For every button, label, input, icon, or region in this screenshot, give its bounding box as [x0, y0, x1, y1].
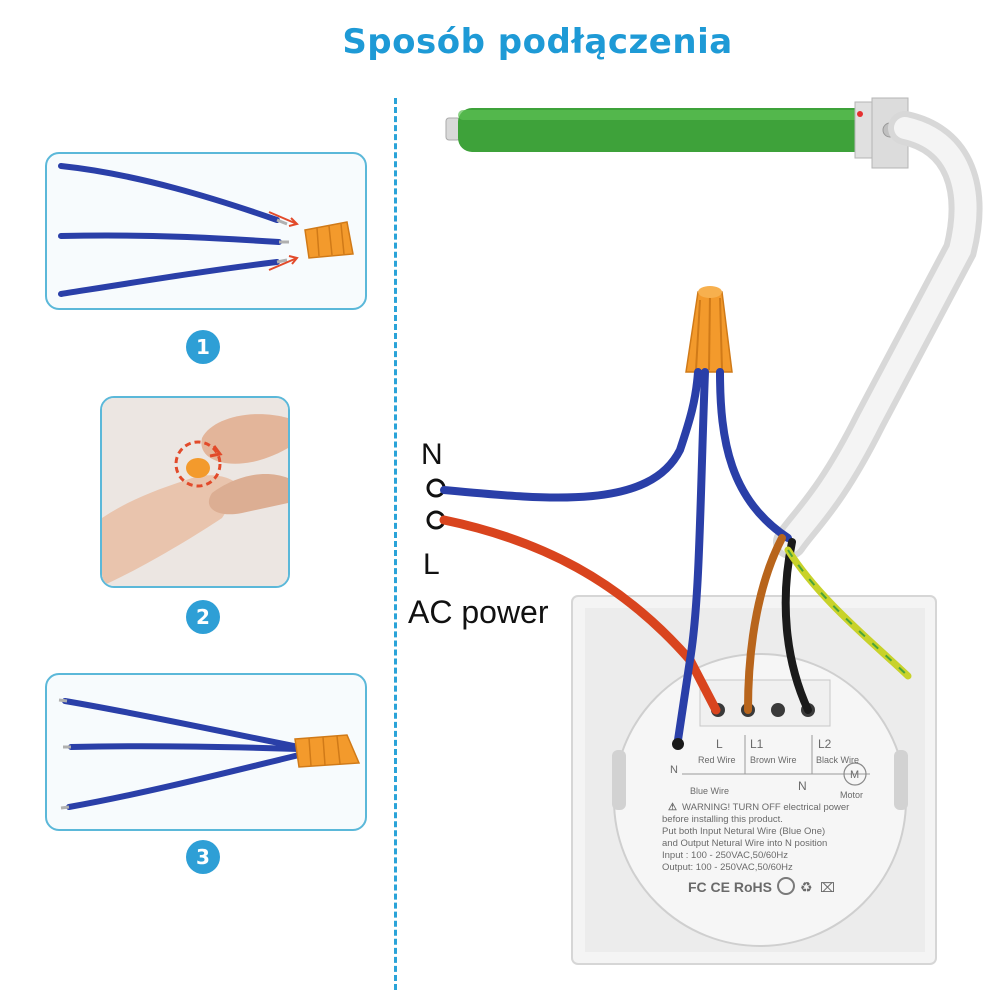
tubular-motor: [445, 97, 909, 169]
live-terminal-label: L: [423, 548, 440, 581]
device-blue-wire-label: Blue Wire: [690, 786, 729, 796]
step-1-badge: 1: [186, 330, 220, 364]
warning-icon: ⚠: [668, 802, 677, 813]
device-l-label: L: [716, 737, 723, 751]
step-3-badge: 3: [186, 840, 220, 874]
wiring-diagram: N L Red Wire L1 Brown Wire N L2 Black Wi…: [426, 97, 983, 965]
blue-wire-neutral-out: [674, 368, 709, 744]
step-2-badge: 2: [186, 600, 220, 634]
neutral-terminal-label: N: [421, 438, 443, 471]
motor-symbol: M: [850, 769, 859, 781]
device-brown-wire-label: Brown Wire: [750, 755, 797, 765]
recycle-symbol-icon: ♻: [800, 879, 813, 895]
warning-line-1: WARNING! TURN OFF electrical power: [682, 802, 849, 813]
input-spec: Input : 100 - 250VAC,50/60Hz: [662, 850, 788, 861]
warning-line-3: Put both Input Netural Wire (Blue One): [662, 826, 825, 837]
step-3-image: [45, 673, 367, 831]
ac-power-label: AC power: [408, 594, 549, 630]
step-1-image: [45, 152, 367, 310]
device-l2-label: L2: [818, 737, 832, 751]
device-n-label: N: [798, 779, 807, 793]
recycle-icon: [777, 877, 795, 895]
blue-wire-neutral-in: [440, 368, 702, 502]
blue-wire-motor: [716, 368, 792, 542]
motor-cable: [773, 111, 983, 559]
warning-line-2: before installing this product.: [662, 814, 783, 825]
device-red-wire-label: Red Wire: [698, 755, 736, 765]
device-black-wire-label: Black Wire: [816, 755, 859, 765]
step-2-image: [100, 396, 290, 588]
brown-wire: [744, 534, 786, 714]
page-title: Sposób podłączenia: [342, 22, 733, 62]
switch-device: N L Red Wire L1 Brown Wire N L2 Black Wi…: [571, 595, 937, 965]
wires-before-twist-illustration: [58, 163, 354, 297]
weee-bin-icon: ⌧: [820, 880, 835, 895]
output-spec: Output: 100 - 250VAC,50/60Hz: [662, 862, 793, 873]
device-n-in-label: N: [670, 764, 678, 776]
wires-connected-illustration: [58, 698, 361, 810]
hands-twisting-illustration: [102, 398, 288, 586]
section-divider: [394, 98, 397, 990]
black-wire: [781, 538, 812, 714]
wire-connector: [685, 286, 733, 373]
warning-line-4: and Output Netural Wire into N position: [662, 838, 827, 849]
certification-marks: FC CE RoHS: [688, 879, 772, 895]
device-motor-label: Motor: [840, 790, 863, 800]
device-l1-label: L1: [750, 737, 764, 751]
red-wire: [439, 515, 721, 715]
